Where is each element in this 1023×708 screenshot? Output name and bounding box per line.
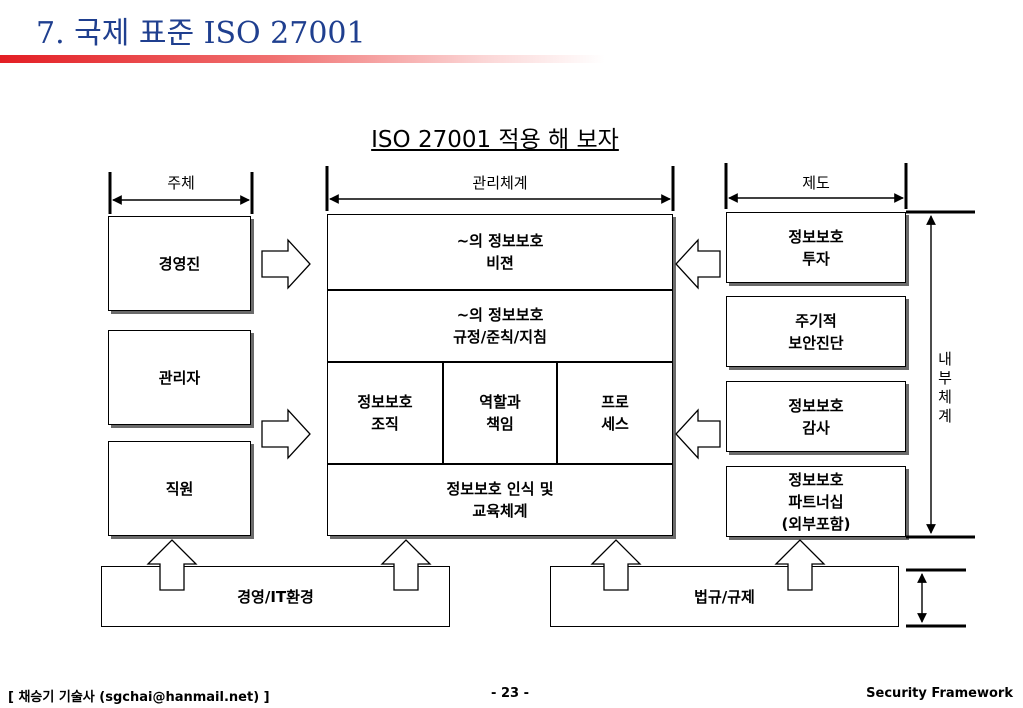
diagram-title: ISO 27001 적용 해 보자 — [371, 127, 619, 153]
column-subject-label: 주체 — [167, 174, 195, 192]
internal-system-label: 내 부 체 계 — [938, 350, 952, 425]
management-org: 정보보호 조직 — [327, 362, 443, 464]
system-investment-label: 정보보호 투자 — [788, 227, 844, 268]
management-vision: ~의 정보보호 비젼 — [327, 214, 673, 290]
management-process-label: 프로 세스 — [601, 393, 629, 433]
bracket-system — [724, 163, 908, 209]
system-audit-label: 정보보호 감사 — [788, 396, 844, 437]
management-education-label: 정보보호 인식 및 교육체계 — [446, 480, 554, 520]
management-roles-label: 역할과 책임 — [479, 393, 521, 433]
system-security-audit-periodic: 주기적 보안진단 — [726, 296, 906, 367]
column-system-label: 제도 — [802, 174, 830, 192]
arrow-left-investment — [675, 238, 721, 290]
system-audit: 정보보호 감사 — [726, 381, 906, 452]
environment-law-label: 법규/규제 — [694, 587, 755, 606]
title-underline — [0, 55, 605, 63]
footer-document-title: Security Framework — [866, 686, 1013, 701]
subject-executive: 경영진 — [108, 216, 251, 311]
arrow-up-law-partnership — [774, 539, 826, 591]
subject-staff-label: 직원 — [165, 479, 194, 498]
management-roles: 역할과 책임 — [443, 362, 557, 464]
management-education: 정보보호 인식 및 교육체계 — [327, 464, 673, 536]
bracket-external — [906, 568, 966, 628]
arrow-up-env-education — [380, 539, 432, 591]
environment-management-it-label: 경영/IT환경 — [237, 587, 314, 606]
system-periodic-diagnosis-label: 주기적 보안진단 — [788, 311, 844, 352]
subject-staff: 직원 — [108, 441, 251, 536]
management-vision-label: ~의 정보보호 비젼 — [456, 232, 544, 272]
subject-executive-label: 경영진 — [158, 254, 201, 273]
system-partnership: 정보보호 파트너십 (외부포함) — [726, 466, 906, 537]
bracket-subject — [108, 172, 254, 214]
system-investment: 정보보호 투자 — [726, 212, 906, 283]
subject-manager-label: 관리자 — [158, 368, 201, 387]
footer-page-number: - 23 - — [491, 686, 529, 701]
environment-management-it: 경영/IT환경 — [101, 566, 450, 627]
bracket-management — [325, 166, 675, 211]
management-org-label: 정보보호 조직 — [357, 393, 413, 433]
arrow-left-audit — [675, 408, 721, 460]
column-management-label: 관리체계 — [472, 174, 528, 192]
bracket-internal-system — [906, 210, 975, 539]
footer-author: [ 채승기 기술사 (sgchai@hanmail.net) ] — [8, 690, 270, 705]
arrow-up-env-staff — [146, 539, 198, 591]
arrow-up-law-education — [590, 539, 642, 591]
page-title: 7. 국제 표준 ISO 27001 — [36, 16, 366, 51]
system-partnership-label: 정보보호 파트너십 (외부포함) — [781, 470, 851, 533]
arrow-right-executive — [261, 238, 311, 290]
management-rules: ~의 정보보호 규정/준칙/지침 — [327, 290, 673, 362]
management-process: 프로 세스 — [557, 362, 673, 464]
subject-manager: 관리자 — [108, 330, 251, 425]
management-rules-label: ~의 정보보호 규정/준칙/지침 — [453, 306, 547, 346]
arrow-right-staff — [261, 408, 311, 460]
